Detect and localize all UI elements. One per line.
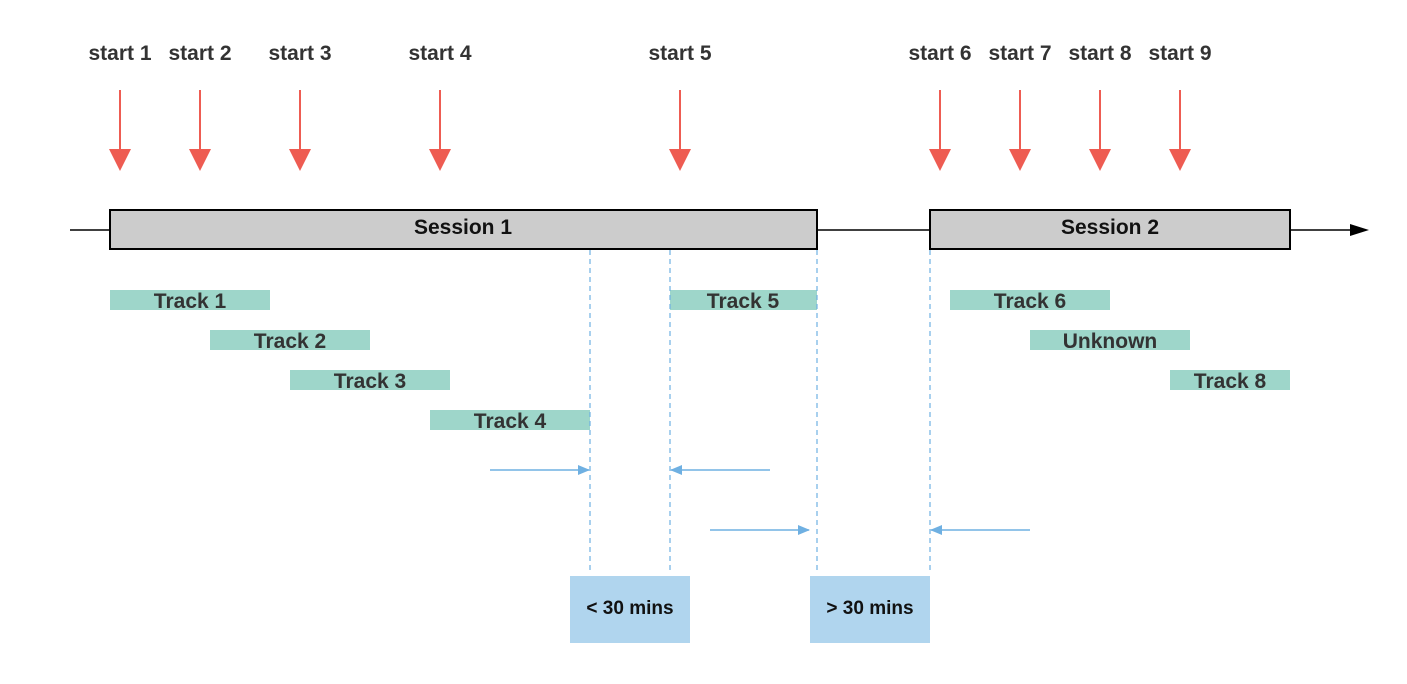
start-arrow-icon (669, 90, 691, 171)
start-arrow-icon (289, 90, 311, 171)
timeline-arrowhead-icon (1350, 224, 1369, 236)
track-bar (290, 370, 450, 390)
session-1-box (109, 209, 818, 250)
track-label: Track 6 (994, 290, 1066, 313)
start-arrow-icon (189, 90, 211, 171)
track-label: Unknown (1063, 330, 1158, 353)
track-bar (670, 290, 817, 310)
start-label: start 3 (268, 42, 331, 65)
start-label: start 1 (88, 42, 151, 65)
gap-label-long: > 30 mins (826, 598, 913, 619)
start-label: start 4 (408, 42, 471, 65)
track-bar (950, 290, 1110, 310)
track-label: Track 2 (254, 330, 326, 353)
start-label: start 8 (1068, 42, 1131, 65)
track-bar (1170, 370, 1290, 390)
start-arrow-icon (109, 90, 131, 171)
track-label: Track 3 (334, 370, 406, 393)
track-label: Track 1 (154, 290, 227, 313)
track-bar (210, 330, 370, 350)
gap-label-short: < 30 mins (586, 598, 673, 619)
start-label: start 7 (988, 42, 1051, 65)
start-label: start 2 (168, 42, 231, 65)
gap-box-long (810, 576, 930, 643)
start-arrow-icon (429, 90, 451, 171)
gap-box-short (570, 576, 690, 643)
track-label: Track 4 (474, 410, 547, 433)
track-bar (110, 290, 270, 310)
session-2-label: Session 2 (1061, 216, 1159, 239)
start-arrow-icon (1089, 90, 1111, 171)
start-label: start 6 (908, 42, 971, 65)
track-label: Track 8 (1194, 370, 1267, 393)
start-arrow-icon (929, 90, 951, 171)
start-label: start 5 (648, 42, 711, 65)
track-label: Track 5 (707, 290, 780, 313)
start-arrow-icon (1169, 90, 1191, 171)
start-arrow-icon (1009, 90, 1031, 171)
start-label: start 9 (1148, 42, 1211, 65)
session-2-box (929, 209, 1291, 250)
track-bar (430, 410, 590, 430)
session-1-label: Session 1 (414, 216, 512, 239)
track-bar (1030, 330, 1190, 350)
